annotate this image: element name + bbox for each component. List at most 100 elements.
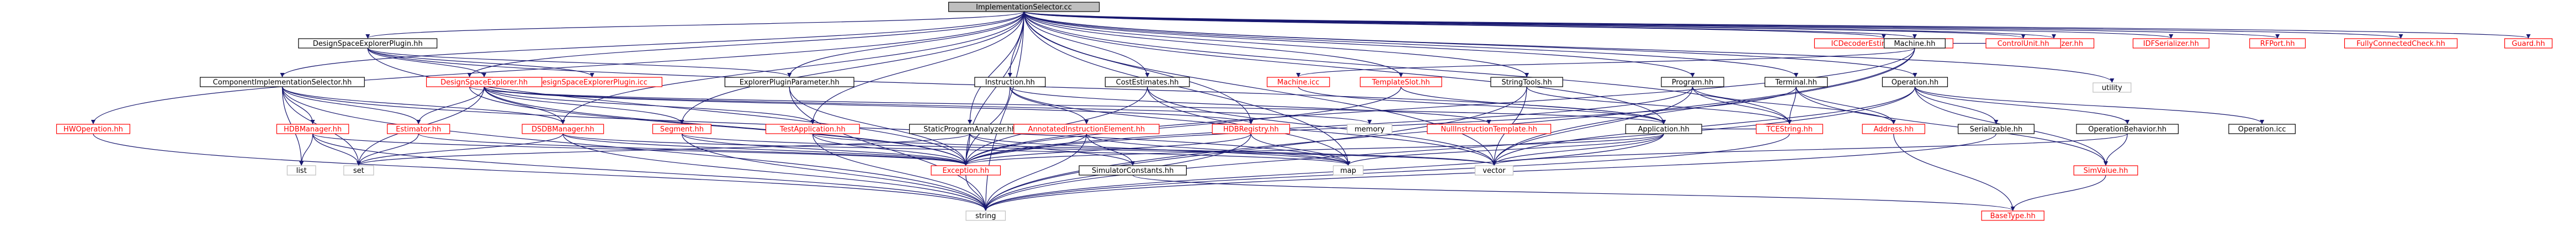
node-label: StringTools.hh bbox=[1501, 78, 1552, 87]
graph-node-costest[interactable]: CostEstimates.hh bbox=[1104, 77, 1190, 87]
graph-node-dsep-plugin[interactable]: DesignSpaceExplorerPlugin.hh bbox=[298, 38, 438, 49]
graph-node-instruction[interactable]: Instruction.hh bbox=[974, 77, 1046, 87]
graph-node-machine-icc[interactable]: Machine.icc bbox=[1267, 77, 1330, 87]
graph-node-idf-ser[interactable]: IDFSerializer.hh bbox=[2132, 38, 2209, 49]
graph-node-machine-hh[interactable]: Machine.hh bbox=[1883, 38, 1946, 49]
node-label: Operation.hh bbox=[1892, 78, 1938, 87]
node-label: BaseType.hh bbox=[1990, 212, 2036, 220]
graph-node-stringtools[interactable]: StringTools.hh bbox=[1490, 77, 1563, 87]
edge-segment-to-string bbox=[681, 133, 988, 211]
node-box bbox=[931, 165, 1001, 176]
node-box bbox=[1104, 77, 1190, 87]
edge-segment-to-exception bbox=[681, 133, 968, 166]
graph-node-dse[interactable]: DesignSpaceExplorer.hh bbox=[426, 77, 543, 87]
node-box bbox=[1661, 77, 1724, 87]
edge-instruction-to-aie bbox=[1010, 86, 1089, 124]
graph-node-dsdb[interactable]: DSDBManager.hh bbox=[522, 124, 604, 134]
edge-dsdb-to-string bbox=[562, 133, 988, 211]
graph-node-epp[interactable]: ExplorerPluginParameter.hh bbox=[724, 77, 854, 87]
edge-root-to-cis bbox=[280, 11, 1024, 77]
node-label: DesignSpaceExplorerPlugin.icc bbox=[537, 78, 647, 87]
edge-epp-to-exception bbox=[789, 86, 968, 166]
graph-node-tcestring[interactable]: TCEString.hh bbox=[1756, 124, 1823, 134]
node-label: AnnotatedInstructionElement.hh bbox=[1028, 125, 1145, 134]
node-label: StaticProgramAnalyzer.hh bbox=[923, 125, 1016, 134]
node-label: HWOperation.hh bbox=[63, 125, 123, 134]
node-box bbox=[298, 38, 438, 49]
edge-costest-to-vector bbox=[1147, 86, 1496, 166]
edge-root-to-hwop bbox=[91, 11, 1024, 124]
node-label: SimulatorConstants.hh bbox=[1092, 167, 1174, 175]
graph-node-list[interactable]: list bbox=[286, 165, 316, 176]
graph-node-aie[interactable]: AnnotatedInstructionElement.hh bbox=[1013, 124, 1160, 134]
graph-node-program[interactable]: Program.hh bbox=[1661, 77, 1724, 87]
edge-stringtools-to-string bbox=[983, 86, 1527, 211]
edge-root-to-machine-hh bbox=[1023, 11, 1917, 39]
graph-node-templslot[interactable]: TemplateSlot.hh bbox=[1359, 77, 1442, 87]
graph-node-operation-icc[interactable]: Operation.icc bbox=[2228, 124, 2296, 134]
graph-node-set[interactable]: set bbox=[343, 165, 374, 176]
graph-node-opbehavior[interactable]: OperationBehavior.hh bbox=[2076, 124, 2179, 134]
graph-node-dsep-icc[interactable]: DesignSpaceExplorerPlugin.icc bbox=[522, 77, 662, 87]
graph-node-vector[interactable]: vector bbox=[1474, 165, 1513, 176]
edge-opbehavior-to-vector bbox=[1492, 133, 2128, 166]
node-label: ImplementationSelector.cc bbox=[976, 3, 1072, 12]
edge-root-to-vector bbox=[1023, 11, 1496, 166]
graph-node-rfport[interactable]: RFPort.hh bbox=[2249, 38, 2306, 49]
edge-hdbmgr-to-exception bbox=[312, 133, 968, 166]
graph-node-guard[interactable]: Guard.hh bbox=[2504, 38, 2553, 49]
graph-node-utility[interactable]: utility bbox=[2092, 82, 2132, 93]
graph-node-operation[interactable]: Operation.hh bbox=[1882, 77, 1948, 87]
graph-node-exception[interactable]: Exception.hh bbox=[931, 165, 1001, 176]
edge-dse-to-testapp bbox=[484, 86, 815, 124]
graph-node-cis[interactable]: ComponentImplementationSelector.hh bbox=[200, 77, 365, 87]
node-label: set bbox=[353, 167, 364, 175]
graph-node-nulltempl[interactable]: NullInstructionTemplate.hh bbox=[1427, 124, 1552, 134]
graph-node-serializable[interactable]: Serializable.hh bbox=[1957, 124, 2035, 134]
edge-operation-to-string bbox=[983, 86, 1916, 211]
graph-node-terminal[interactable]: Terminal.hh bbox=[1764, 77, 1828, 87]
edge-machine-hh-to-machine-icc bbox=[1296, 47, 1915, 77]
graph-node-map[interactable]: map bbox=[1332, 165, 1364, 176]
graph-node-basetype[interactable]: BaseType.hh bbox=[1981, 210, 2044, 221]
graph-node-root[interactable]: ImplementationSelector.cc bbox=[948, 2, 1100, 12]
node-box bbox=[724, 77, 854, 87]
node-label: Machine.hh bbox=[1894, 40, 1935, 48]
node-label: Exception.hh bbox=[942, 167, 989, 175]
graph-node-hdbmgr[interactable]: HDBManager.hh bbox=[276, 124, 349, 134]
node-box bbox=[1212, 124, 1290, 134]
node-box bbox=[1359, 77, 1442, 87]
graph-node-hdbreg[interactable]: HDBRegistry.hh bbox=[1212, 124, 1290, 134]
node-box bbox=[2249, 38, 2306, 49]
node-box bbox=[1267, 77, 1330, 87]
edge-operation-to-opbehavior bbox=[1914, 86, 2130, 124]
graph-node-application[interactable]: Application.hh bbox=[1625, 124, 1702, 134]
edge-address-to-basetype bbox=[1893, 133, 2015, 211]
edge-stringtools-to-tcestring bbox=[1526, 86, 1792, 124]
node-label: utility bbox=[2102, 84, 2122, 92]
node-box bbox=[948, 2, 1100, 12]
node-box bbox=[652, 124, 711, 134]
edge-segment-to-vector bbox=[681, 133, 1496, 166]
edge-dse-to-dsdb bbox=[484, 86, 565, 124]
edge-root-to-exception bbox=[963, 11, 1024, 166]
graph-node-memory[interactable]: memory bbox=[1347, 124, 1393, 134]
edge-application-to-exception bbox=[964, 133, 1664, 166]
node-label: Operation.icc bbox=[2238, 125, 2286, 134]
graph-node-hwop[interactable]: HWOperation.hh bbox=[56, 124, 130, 134]
graph-node-segment[interactable]: Segment.hh bbox=[652, 124, 711, 134]
graph-node-fcc[interactable]: FullyConnectedCheck.hh bbox=[2344, 38, 2458, 49]
graph-node-string[interactable]: string bbox=[965, 210, 1006, 221]
edge-hdbmgr-to-string bbox=[312, 133, 988, 211]
graph-node-address[interactable]: Address.hh bbox=[1862, 124, 1925, 134]
edge-cis-to-estimator bbox=[281, 86, 421, 124]
graph-node-estimator[interactable]: Estimator.hh bbox=[387, 124, 450, 134]
graph-node-spa[interactable]: StaticProgramAnalyzer.hh bbox=[909, 124, 1031, 134]
graph-node-controlunit[interactable]: ControlUnit.hh bbox=[1985, 38, 2061, 49]
node-label: NullInstructionTemplate.hh bbox=[1441, 125, 1537, 134]
graph-node-testapp[interactable]: TestApplication.hh bbox=[765, 124, 860, 134]
edge-root-to-spa bbox=[968, 11, 1024, 124]
graph-node-simvalue[interactable]: SimValue.hh bbox=[2073, 165, 2138, 176]
graph-node-simconst[interactable]: SimulatorConstants.hh bbox=[1079, 165, 1187, 176]
edge-aie-to-map bbox=[1086, 133, 1351, 166]
